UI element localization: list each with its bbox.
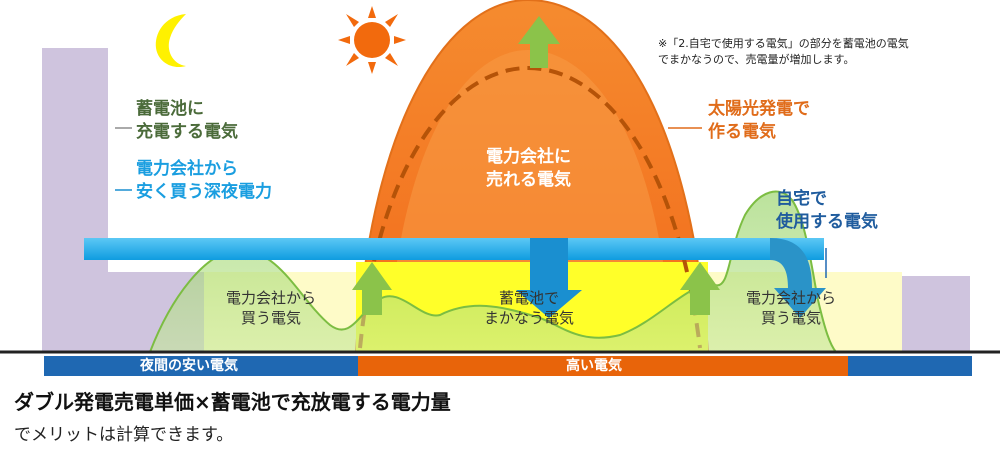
footnote: ※「2.自宅で使用する電気」の部分を蓄電池の電気 でまかなうので、売電量が増加し… bbox=[658, 37, 909, 66]
battery-discharge-arrow bbox=[516, 238, 582, 318]
label-night-power: 電力会社から 安く買う深夜電力 bbox=[136, 159, 272, 202]
label-charge-battery: 蓄電池に 充電する電気 bbox=[136, 99, 238, 142]
subline: でメリットは計算できます。 bbox=[14, 425, 234, 445]
label-night-cheap: 夜間の安い電気 bbox=[140, 358, 238, 374]
label-battery-supply: 蓄電池で まかなう電気 bbox=[484, 289, 575, 328]
right-discharge-arrow bbox=[770, 238, 826, 318]
label-solar-generated: 太陽光発電で 作る電気 bbox=[708, 99, 810, 142]
label-buy-power-right: 電力会社から 買う電気 bbox=[746, 289, 837, 328]
home-consumption-block-right bbox=[902, 276, 970, 352]
night-band-right bbox=[848, 356, 972, 376]
sell-up-arrow-left bbox=[352, 262, 392, 315]
sun-icon bbox=[338, 6, 406, 74]
solar-dashed-line bbox=[358, 65, 702, 349]
expensive-band bbox=[358, 356, 848, 376]
label-home-use: 自宅で 使用する電気 bbox=[776, 189, 878, 232]
moon-icon bbox=[155, 14, 186, 68]
night-power-flow-bar bbox=[84, 238, 824, 260]
headline: ダブル発電売電単価×蓄電池で充放電する電力量 bbox=[14, 390, 451, 414]
home-consumption-block bbox=[42, 48, 204, 352]
label-expensive: 高い電気 bbox=[566, 358, 622, 374]
solar-inner-highlight bbox=[392, 50, 668, 300]
sell-up-arrow-right bbox=[680, 262, 720, 315]
night-band bbox=[44, 356, 358, 376]
label-sell-power: 電力会社に 売れる電気 bbox=[486, 147, 571, 190]
label-buy-power-left: 電力会社から 買う電気 bbox=[226, 289, 317, 328]
household-usage-curve bbox=[148, 190, 839, 353]
sell-up-arrow-top bbox=[518, 16, 560, 68]
